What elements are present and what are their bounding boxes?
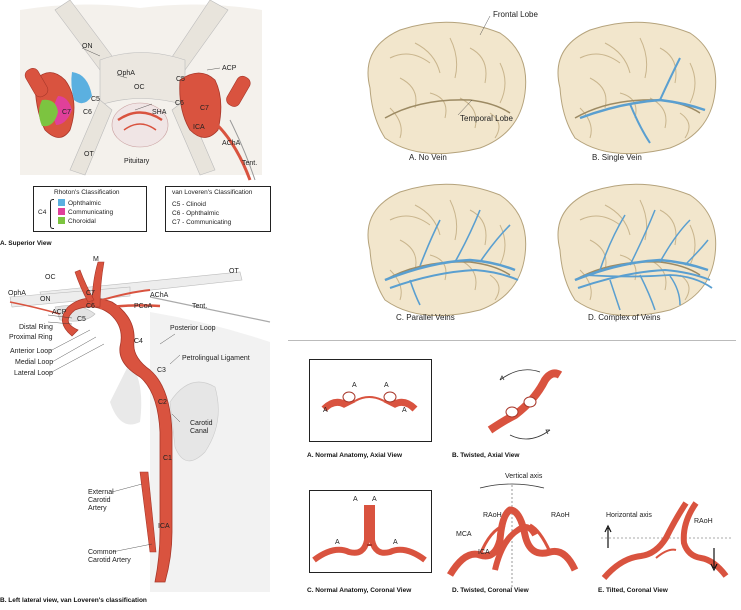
label-a1-right-coronal: A (393, 539, 398, 546)
label-a1-left-coronal: A (335, 539, 340, 546)
label-c5-b: C5 (77, 316, 86, 323)
caption-twisted-coronal: D. Twisted, Coronal View (452, 587, 529, 594)
label-acp-b: ACP (52, 309, 67, 316)
label-ot-b: OT (229, 268, 239, 275)
label-pituitary: Pituitary (124, 158, 150, 165)
caption-superior-view: A. Superior View (0, 240, 52, 247)
label-opha-b: OphA (8, 290, 26, 297)
label-medial-loop: Medial Loop (15, 359, 54, 366)
label-pcoa-b: PCoA (134, 303, 153, 310)
twisted-axial-illustration (487, 369, 563, 440)
rhoton-c4: C4 (38, 209, 47, 216)
label-a2-right-coronal: A (372, 496, 377, 503)
label-tent-b: Tent. (192, 303, 208, 310)
rhoton-legend: Rhoton's Classification C4 Ophthalmic Co… (33, 186, 147, 232)
normal-axial-box (309, 359, 432, 442)
label-c5-left: C5 (91, 96, 100, 103)
label-c5-right: C5 (176, 76, 185, 83)
sylvian-vein-illustrations (367, 15, 717, 317)
caption-normal-axial: A. Normal Anatomy, Axial View (307, 452, 402, 459)
label-c1: C1 (163, 455, 172, 462)
section-divider (288, 340, 736, 341)
label-mca-d: MCA (456, 531, 472, 538)
label-c4: C4 (134, 338, 143, 345)
label-anterior-loop: Anterior Loop (10, 348, 53, 355)
caption-single-vein: B. Single Vein (592, 153, 642, 162)
label-a2-right-axial: A (384, 382, 389, 389)
ophthalmic-swatch (58, 199, 65, 206)
rhoton-items: Ophthalmic Communicating Choroidal (58, 199, 113, 226)
tilted-coronal-illustration (601, 501, 731, 580)
caption-normal-coronal: C. Normal Anatomy, Coronal View (307, 587, 412, 594)
vanloveren-item-c5: C5 - Clinoid (172, 201, 206, 208)
caption-lateral-view: B. Left lateral view, van Loveren's clas… (0, 597, 147, 604)
label-a2-left-coronal: A (353, 496, 358, 503)
label-c6-left: C6 (83, 109, 92, 116)
label-lateral-loop: Lateral Loop (14, 370, 53, 377)
label-c2: C2 (158, 399, 167, 406)
label-ica-d: ICA (478, 549, 490, 556)
lateral-view-illustration (9, 261, 271, 592)
label-ica-b: ICA (158, 523, 170, 530)
twisted-coronal-illustration (446, 483, 579, 588)
rhoton-title: Rhoton's Classification (54, 189, 120, 196)
rhoton-item-communicating: Communicating (68, 209, 114, 216)
caption-tilted-coronal: E. Tilted, Coronal View (598, 587, 668, 594)
vanloveren-title: van Loveren's Classification (172, 189, 253, 196)
label-distal-ring: Distal Ring (19, 324, 53, 331)
rhoton-brace (50, 199, 54, 229)
caption-no-vein: A. No Vein (409, 153, 447, 162)
label-c7-right: C7 (200, 105, 209, 112)
label-acha-b: AChA (150, 292, 169, 299)
caption-parallel-veins: C. Parallel Veins (396, 313, 455, 322)
label-opha: OphA (117, 70, 135, 77)
caption-complex-veins: D. Complex of Veins (588, 313, 661, 322)
label-petrolingual: Petrolingual Ligament (182, 355, 250, 362)
rhoton-item-choroidal: Choroidal (68, 218, 96, 225)
vanloveren-item-c7: C7 - Communicating (172, 219, 232, 226)
label-posterior-loop: Posterior Loop (170, 325, 216, 332)
vanloveren-legend: van Loveren's Classification C5 - Clinoi… (165, 186, 271, 232)
label-raoh-right-d: RAoH (551, 512, 570, 519)
label-horizontal-axis: Horizontal axis (606, 512, 652, 519)
label-oc-b: OC (45, 274, 56, 281)
label-external-carotid: External Carotid Artery (88, 489, 114, 512)
label-temporal-lobe: Temporal Lobe (460, 114, 513, 123)
rhoton-item-ophthalmic: Ophthalmic (68, 200, 101, 207)
label-c7-b: C7 (86, 290, 95, 297)
label-c6-right: C6 (175, 100, 184, 107)
label-on-b: ON (40, 296, 51, 303)
label-carotid-canal: Carotid Canal (190, 420, 213, 435)
caption-twisted-axial: B. Twisted, Axial View (452, 452, 520, 459)
label-acha-a: AChA (222, 140, 241, 147)
label-a1-right-axial: A (402, 407, 407, 414)
label-sha: SHA (152, 109, 167, 116)
label-a2-left-axial: A (352, 382, 357, 389)
normal-axial-illustration (321, 391, 418, 412)
label-raoh-e: RAoH (694, 518, 713, 525)
communicating-swatch (58, 208, 65, 215)
normal-coronal-illustration (312, 505, 427, 563)
label-ot: OT (84, 151, 94, 158)
label-c3: C3 (157, 367, 166, 374)
label-oc: OC (134, 84, 145, 91)
label-c7-left: C7 (62, 109, 71, 116)
label-on: ON (82, 43, 93, 50)
label-vertical-axis: Vertical axis (505, 473, 543, 480)
label-common-carotid: Common Carotid Artery (88, 549, 131, 564)
label-proximal-ring: Proximal Ring (9, 334, 53, 341)
label-acp: ACP (222, 65, 237, 72)
vanloveren-items: C5 - Clinoid C6 - Ophthalmic C7 - Commun… (172, 200, 231, 227)
label-a1-left-axial: A (323, 407, 328, 414)
label-tent-a: Tent. (242, 160, 258, 167)
label-frontal-lobe: Frontal Lobe (493, 10, 538, 19)
choroidal-swatch (58, 217, 65, 224)
label-ica-a: ICA (193, 124, 205, 131)
label-m1: M (93, 256, 99, 263)
superior-view-illustration (20, 0, 262, 181)
label-c6-b: C6 (86, 303, 95, 310)
vanloveren-item-c6: C6 - Ophthalmic (172, 210, 219, 217)
label-raoh-left-d: RAoH (483, 512, 502, 519)
